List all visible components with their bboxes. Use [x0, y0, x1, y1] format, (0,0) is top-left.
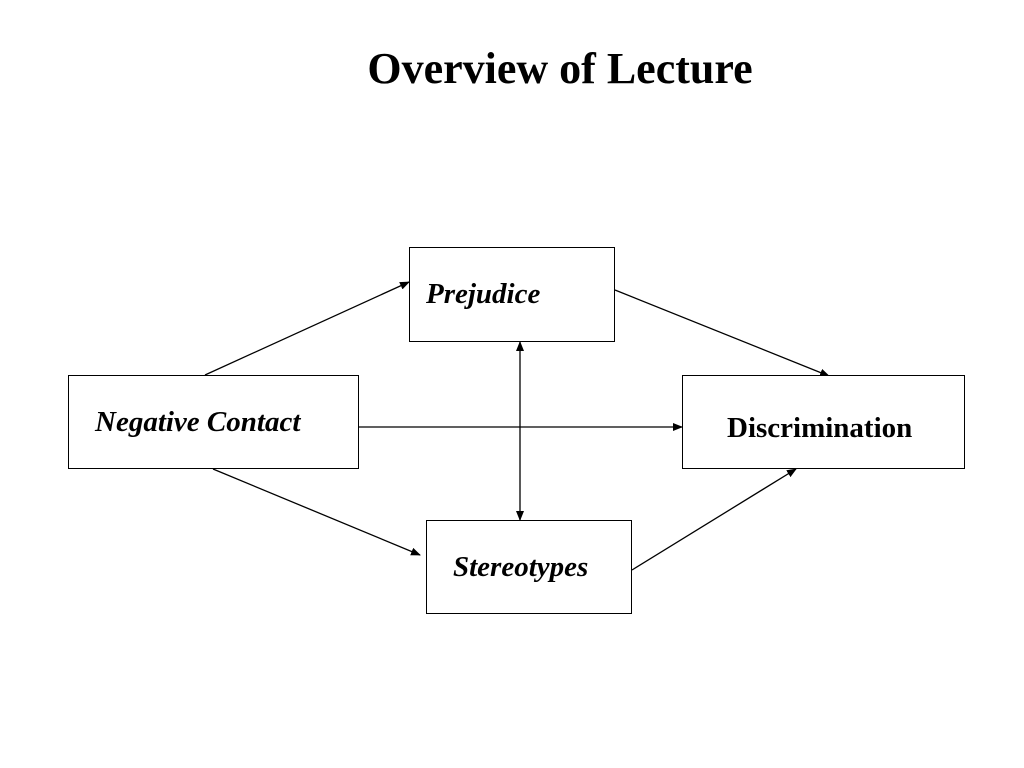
node-prejudice: Prejudice	[409, 247, 615, 342]
arrow-negative-contact-to-stereotypes	[212, 468, 421, 556]
node-prejudice-label: Prejudice	[426, 278, 541, 310]
node-discrimination: Discrimination	[682, 375, 965, 469]
node-negative-contact: Negative Contact	[68, 375, 359, 469]
arrow-prejudice-to-discrimination	[614, 289, 830, 377]
node-negative-contact-label: Negative Contact	[95, 405, 301, 438]
arrow-stereotypes-to-discrimination	[631, 468, 797, 571]
slide-title: Overview of Lecture	[367, 44, 753, 93]
arrow-negative-contact-to-prejudice	[204, 281, 410, 376]
node-stereotypes-label: Stereotypes	[453, 550, 589, 583]
node-stereotypes: Stereotypes	[426, 520, 632, 614]
node-discrimination-label: Discrimination	[727, 411, 913, 444]
